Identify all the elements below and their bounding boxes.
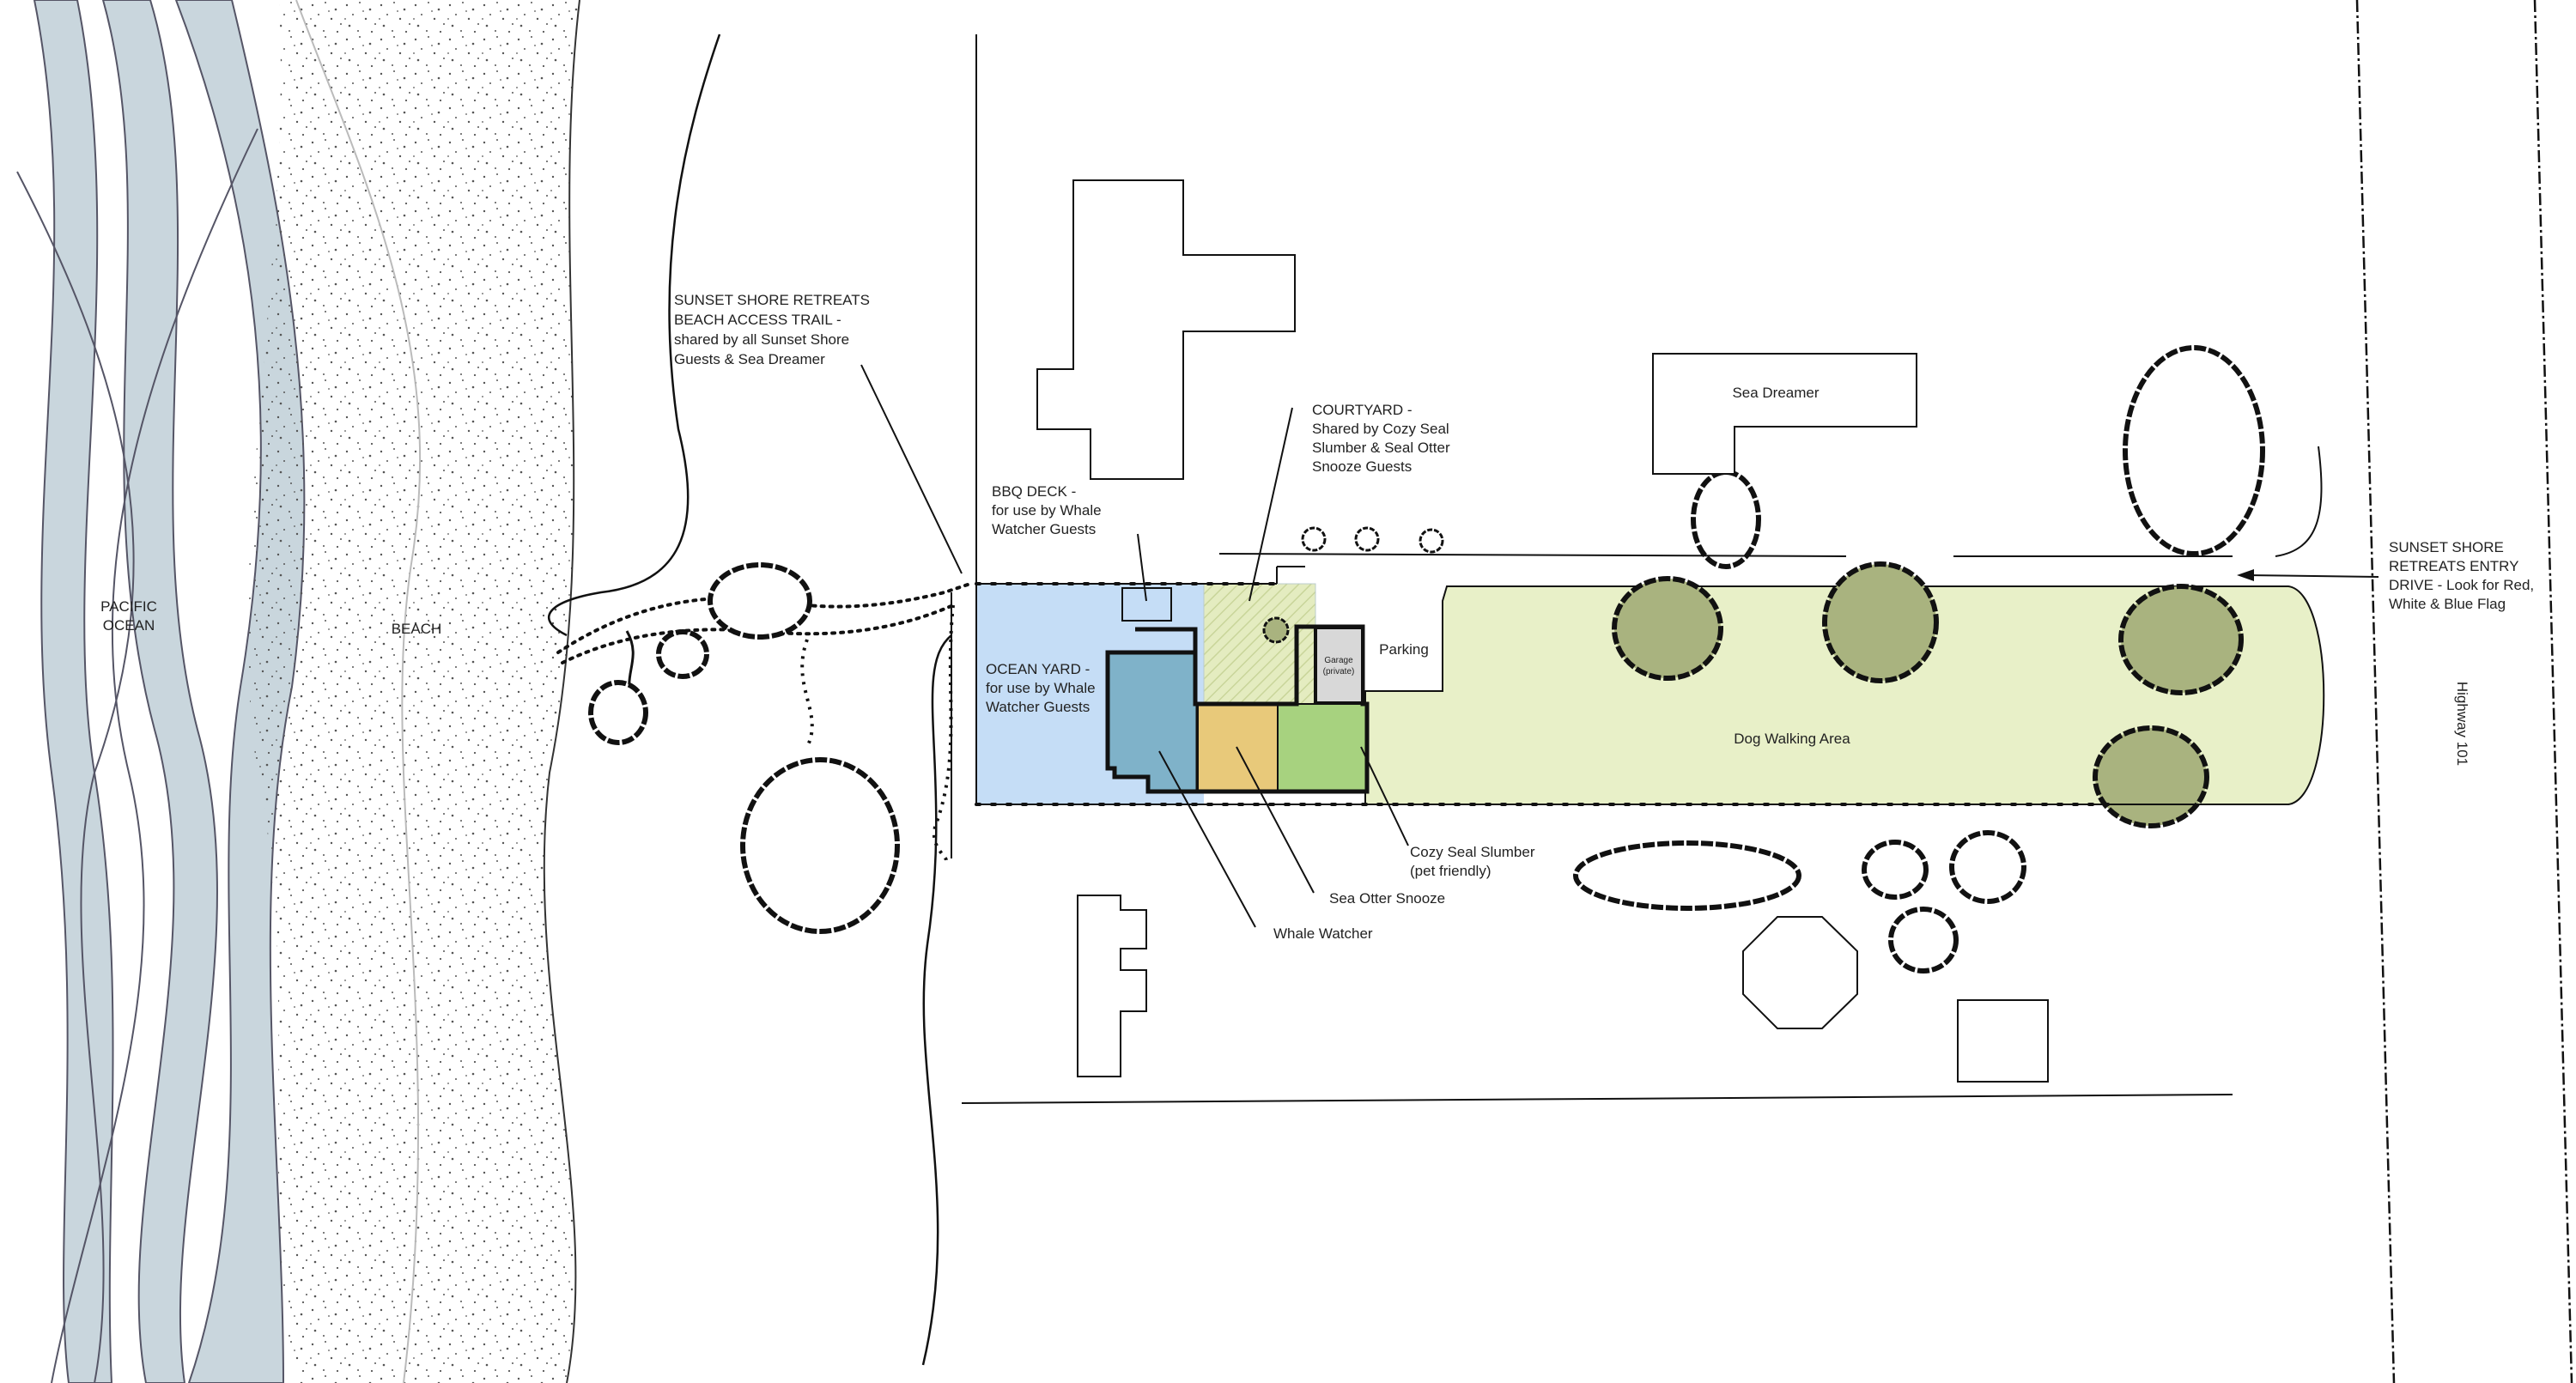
trees-outline [588,345,2265,974]
cozy-seal-callout: Cozy Seal Slumber (pet friendly) [1410,844,1535,879]
neighbor-buildings [1036,179,2049,1083]
garage-label-line1: Garage [1324,656,1353,665]
tree [740,757,900,934]
parking-label: Parking [1379,641,1429,658]
beach-path-line [295,0,422,1383]
tree [1612,576,1723,681]
beach-trail-line1: SUNSET SHORE RETREATS [674,292,870,308]
ocean-yard-line2: for use by Whale [986,680,1096,696]
courtyard-line1: COURTYARD - [1312,402,1413,418]
bluff-line-lower [921,634,952,1366]
highway-101 [2355,0,2573,1383]
bbq-deck-line1: BBQ DECK - [992,483,1076,500]
tree [1573,840,1801,911]
wave-band-4 [16,171,135,1383]
bbq-deck-callout: BBQ DECK - for use by Whale Watcher Gues… [992,483,1102,537]
beach-trail-callout: SUNSET SHORE RETREATS BEACH ACCESS TRAIL… [674,292,870,367]
cozy-seal-line1: Cozy Seal Slumber [1410,844,1535,860]
sea-dreamer-label: Sea Dreamer [1732,385,1819,401]
tree [1949,830,2026,904]
cozy-seal-slumber-unit [1277,703,1368,792]
tree [1862,840,1929,900]
garage [1314,626,1364,705]
entry-drive-line4: White & Blue Flag [2389,596,2506,612]
tree [1888,907,1959,974]
entry-drive-line3: DRIVE - Look for Red, [2389,577,2534,593]
beach-trail-line2: BEACH ACCESS TRAIL - [674,312,841,328]
highway-label: Highway 101 [2454,682,2470,766]
ocean-yard-line3: Watcher Guests [986,699,1090,715]
bbq-deck [1121,587,1172,622]
courtyard-callout: COURTYARD - Shared by Cozy Seal Slumber … [1312,402,1450,475]
beach-label: BEACH [392,621,442,637]
tree [2093,725,2209,828]
tree [2118,584,2244,695]
wave-band-2 [101,0,218,1383]
tree [2123,345,2265,556]
ocean-label-line1: PACIFIC [100,598,157,615]
building-sea-dreamer [1652,353,1917,475]
entry-drive-line1: SUNSET SHORE [2389,539,2504,555]
leader-lines [860,364,1409,928]
ocean-yard-callout: OCEAN YARD - for use by Whale Watcher Gu… [986,661,1096,715]
courtyard-line2: Shared by Cozy Seal [1312,421,1449,437]
tree [588,680,648,745]
shed [1957,999,2049,1083]
courtyard-line3: Slumber & Seal Otter [1312,440,1450,456]
tree [708,562,812,640]
tree [1822,561,1939,683]
wave-band-5 [51,128,258,1383]
courtyard-line4: Snooze Guests [1312,458,1412,475]
sea-otter-label: Sea Otter Snooze [1329,890,1445,907]
entry-arrow-line [2245,574,2379,578]
building-south [1077,895,1147,1077]
tree [1691,470,1761,569]
bbq-deck-line3: Watcher Guests [992,521,1096,537]
whale-watcher-unit [1105,650,1200,794]
whale-watcher-label: Whale Watcher [1273,925,1373,942]
property-lines [951,34,2323,1104]
bluff-line [548,33,721,637]
dog-area-label: Dog Walking Area [1734,731,1850,747]
entry-drive-callout: SUNSET SHORE RETREATS ENTRY DRIVE - Look… [2389,539,2534,612]
cozy-seal-line2: (pet friendly) [1410,863,1491,879]
courtyard-tree [1262,616,1290,644]
beach-edge-line [543,0,580,1383]
entry-arrow-head [2237,569,2254,581]
bbq-deck-line2: for use by Whale [992,502,1102,519]
building-north [1036,179,1296,480]
garage-label-line2: (private) [1323,667,1355,676]
trees-filled [1612,561,2244,828]
beach-trail-line3: shared by all Sunset Shore [674,331,849,348]
ocean-yard-line1: OCEAN YARD - [986,661,1090,677]
beach-sand [247,0,580,1383]
tree [656,629,709,679]
gazebo [1742,916,1858,1029]
small-shrubs [1301,526,1444,554]
wave-band-1 [33,0,114,1383]
entry-drive-line2: RETREATS ENTRY [2389,558,2518,574]
beach-trail-line4: Guests & Sea Dreamer [674,351,825,367]
ocean-label-line2: OCEAN [103,617,155,634]
